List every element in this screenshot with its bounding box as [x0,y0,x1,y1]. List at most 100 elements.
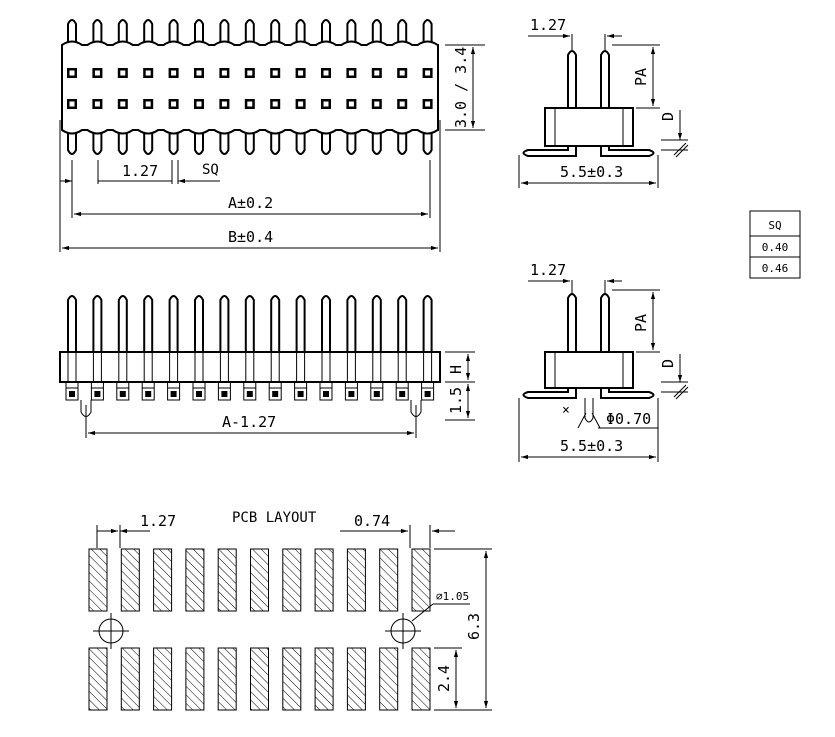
tail-square-inner [196,391,202,397]
pcb-pad [88,548,108,612]
pin-top [67,19,77,42]
tail-leg [90,382,104,388]
tail-leg [370,382,384,388]
tail-square-inner [221,391,228,397]
dim-body-width-side1: 5.5±0.3 [560,163,623,181]
pin-bottom [92,133,103,155]
tail-square [268,387,282,401]
dim-d-side2: D [659,359,677,368]
dim-height-alt: 3.0 / 3.4 [452,47,470,128]
pin-front [92,295,103,352]
pin-top [295,19,306,42]
tail-leg [268,382,282,388]
pin-top [422,19,433,42]
dim-b-tolerance: B±0.4 [228,228,273,246]
tail-square-inner [424,391,431,397]
tail-square-inner [399,391,406,397]
sq-table-row: 0.46 [762,262,789,275]
tail-square [243,387,257,401]
pcb-pads [88,548,431,711]
tail-square [141,387,155,401]
pin-square-inner [425,70,431,76]
dim-a-minus: A-1.27 [222,413,276,431]
tail-square-inner [246,391,253,397]
pin-square-inner [323,101,329,107]
tail-square-inner [348,391,355,397]
sq-table-row: 0.40 [762,241,789,254]
tail-square [395,387,409,401]
tail-leg [319,382,333,388]
pin-bottom [346,133,357,155]
pin-bottom [270,133,281,155]
pin-top [346,19,357,42]
top-pins-down [67,133,433,155]
pin-top [270,19,281,42]
pcb-pad [314,548,334,612]
tail-leg [116,382,130,388]
sq-table-header: SQ [768,219,781,232]
pin-square-inner [425,101,431,107]
pin-front [346,295,357,352]
pin-top [92,19,103,42]
pcb-pad [217,647,237,711]
tail-square [294,387,308,401]
dim-tail: 1.5 [447,387,465,414]
pin-square-inner [221,70,227,76]
tail-square-inner [297,391,304,397]
dim-pitch-pcb: 1.27 [140,512,176,530]
pin-bottom [321,133,331,155]
dim-body-width-side2: 5.5±0.3 [560,437,623,455]
pin-square-inner [120,101,126,107]
pin-top [321,19,331,42]
dim-hole-diameter: ⌀1.05 [436,590,469,603]
pcb-pad [379,647,399,711]
pin-front [321,295,331,352]
pcb-pad [346,647,366,711]
tail-square-inner [170,391,177,397]
pin-square-inner [374,101,380,107]
top-pin-squares [67,68,433,109]
pcb-pad [282,548,302,612]
pin-bottom [422,133,433,155]
dim-sq-label: SQ [202,162,219,178]
pcb-pad [346,548,366,612]
tail-leg [421,382,435,388]
pin-front [219,295,230,352]
pin-square-inner [374,70,380,76]
dim-pad-height: 2.4 [435,665,453,692]
front-tails [65,382,435,417]
tail-square [116,387,130,401]
tail-square-inner [323,391,329,397]
pin-front [270,295,281,352]
front-pins [67,295,433,382]
tail-square [90,387,104,401]
tail-leg [344,382,358,388]
pin-bottom [67,133,77,155]
pin-square-inner [196,70,202,76]
tail-leg [192,382,206,388]
front-body [59,351,441,383]
tail-square [192,387,206,401]
pcb-pad [411,548,431,612]
tail-square-inner [119,391,126,397]
tail-leg [167,382,181,388]
pin-front [422,295,433,352]
pin-front [67,295,77,352]
tail-leg [243,382,257,388]
pcb-pad [120,548,140,612]
dim-post-diameter: Φ0.70 [606,410,651,428]
tail-leg [65,382,79,388]
pin-bottom [143,133,154,155]
side-view-smt: 1.27 PA D × Φ0.70 5.5±0.3 [518,261,689,462]
pin-bottom [295,133,306,155]
pcb-pad [250,548,269,612]
pin-top [397,19,408,42]
pin-bottom [244,133,255,155]
pin-square-inner [196,101,202,107]
top-body-outline [61,40,439,135]
x-mark: × [562,403,570,418]
pcb-pad [153,647,173,711]
pin-square-inner [69,101,75,107]
pcb-layout-title: PCB LAYOUT [232,510,317,526]
pin-front [168,295,179,352]
